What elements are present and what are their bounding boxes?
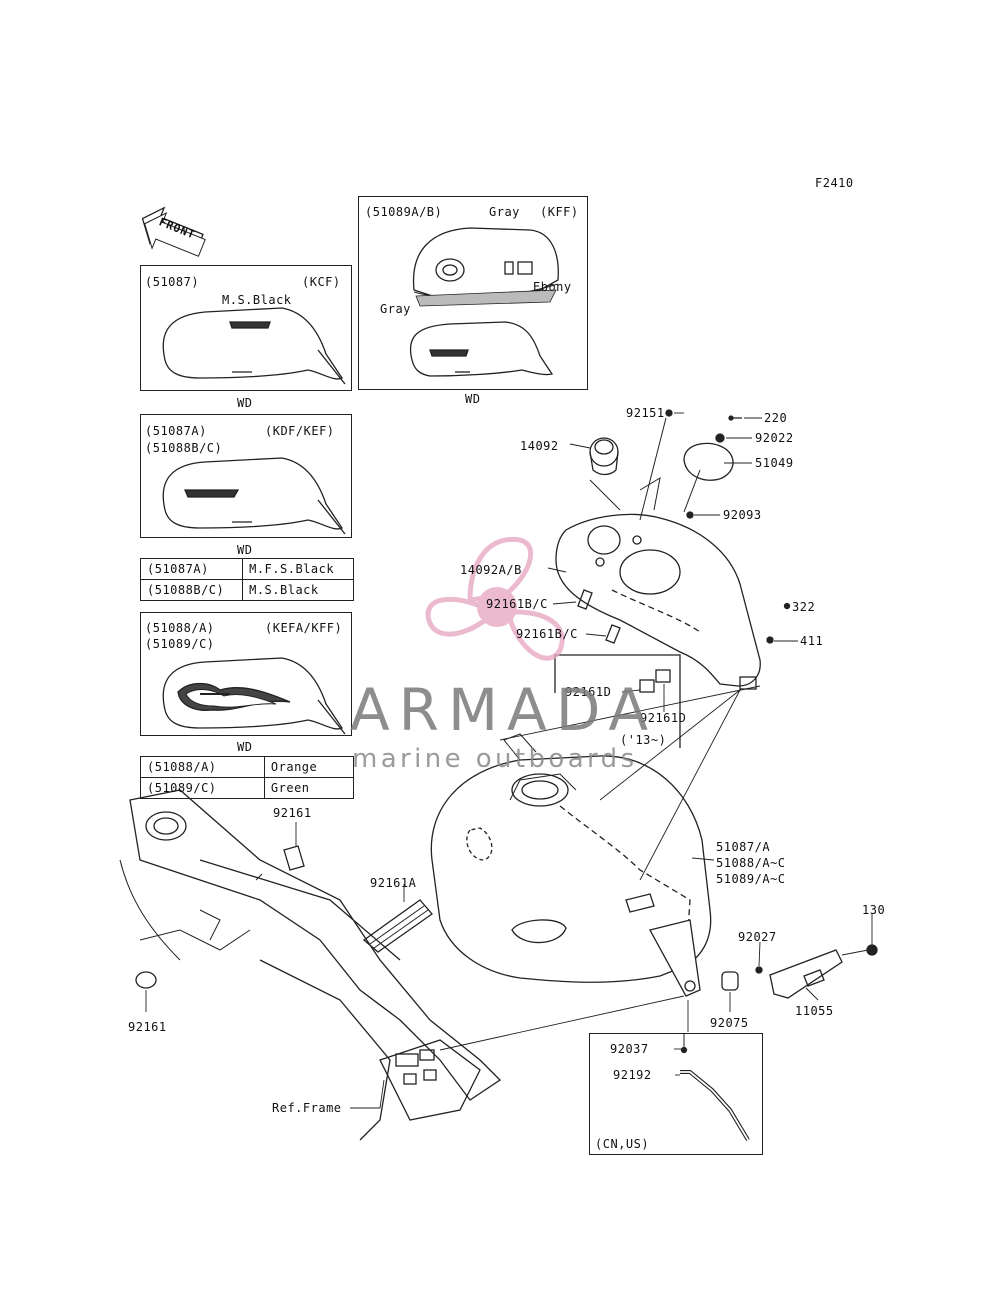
watermark-subtitle: marine outboards (352, 744, 638, 774)
callout-tank-2: 51088/A~C (716, 856, 786, 870)
kdf-part1: (51087A) (145, 424, 207, 438)
box-kcf (140, 265, 352, 391)
console-cover-14092ab (555, 513, 761, 690)
callout-92037: 92037 (610, 1042, 649, 1056)
box-kff (358, 196, 588, 390)
callout-220: 220 (764, 411, 788, 425)
callout-14092ab: 14092A/B (460, 563, 522, 577)
callout-322: 322 (792, 600, 816, 614)
callout-411: 411 (800, 634, 824, 648)
callout-92192: 92192 (613, 1068, 652, 1082)
main-fuel-tank (430, 733, 712, 997)
kcf-code: WD (237, 396, 253, 410)
table-cell-part: (51088/A) (140, 756, 265, 778)
front-arrow-icon (141, 206, 206, 257)
kdf-model: (KDF/KEF) (265, 424, 335, 438)
kefa-part2: (51089/C) (145, 637, 215, 651)
callout-ref-frame: Ref.Frame (272, 1101, 342, 1115)
callout-92027: 92027 (738, 930, 777, 944)
table-row: (51088/A) Orange (140, 756, 355, 778)
callout-92161a: 92161A (370, 876, 417, 890)
callout-92093: 92093 (723, 508, 762, 522)
table-cell-color: Green (263, 777, 355, 799)
kff-model: (KFF) (540, 205, 579, 219)
kcf-color: M.S.Black (222, 293, 292, 307)
callout-92161bc-1: 92161B/C (486, 597, 548, 611)
tank-kdf-illustration (162, 457, 346, 535)
kff-gray-bottom: Gray (380, 302, 411, 316)
callout-92151: 92151 (626, 406, 665, 420)
box-kdf (140, 414, 352, 538)
kefa-code: WD (237, 740, 253, 754)
frame-illustration (119, 789, 502, 1141)
tank-kff-illustration (410, 227, 559, 377)
fuel-cap-14092 (589, 437, 619, 476)
callout-tank-1: 51087/A (716, 840, 771, 854)
table-row: (51089/C) Green (140, 777, 355, 799)
table-cell-color: Orange (263, 756, 355, 778)
watermark-title: ARMADA (350, 676, 658, 744)
kefa-model: (KEFA/KFF) (265, 621, 343, 635)
table-cell-part: (51088B/C) (139, 579, 244, 601)
kff-code: WD (465, 392, 481, 406)
kff-part: (51089A/B) (365, 205, 443, 219)
cap-51049 (683, 442, 734, 481)
watermark-propeller-icon (425, 536, 565, 661)
kff-ebony: Ebony (533, 280, 572, 294)
box-cn-us (589, 1033, 763, 1155)
table-row: (51087A) M.F.S.Black (139, 558, 354, 580)
table-cell-color: M.F.S.Black (242, 558, 354, 580)
callout-92161d-1: 92161D (565, 685, 612, 699)
callout-11055: 11055 (795, 1004, 834, 1018)
kff-gray-top: Gray (489, 205, 520, 219)
callout-92161d-2: 92161D (640, 711, 687, 725)
callout-tank-3: 51089/A~C (716, 872, 786, 886)
callout-92075: 92075 (710, 1016, 749, 1030)
callout-14092: 14092 (520, 439, 559, 453)
callout-92022: 92022 (755, 431, 794, 445)
tank-kefa-flames-illustration (162, 657, 346, 735)
kcf-model: (KCF) (302, 275, 341, 289)
callout-13: ('13~) (620, 733, 667, 747)
tank-kcf-illustration (162, 307, 346, 385)
pad-92161a (362, 899, 433, 953)
kdf-part2: (51088B/C) (145, 441, 223, 455)
callout-92161-top: 92161 (273, 806, 312, 820)
callout-92161-bottom: 92161 (128, 1020, 167, 1034)
table-cell-color: M.S.Black (242, 579, 354, 601)
color-table-1: (51087A) M.F.S.Black (51088B/C) M.S.Blac… (139, 558, 354, 601)
kefa-part1: (51088/A) (145, 621, 215, 635)
table-cell-part: (51087A) (139, 558, 244, 580)
callout-92161bc-2: 92161B/C (516, 627, 578, 641)
callout-130: 130 (862, 903, 886, 917)
kcf-part: (51087) (145, 275, 200, 289)
box-kefa (140, 612, 352, 736)
figure-code: F2410 (815, 176, 854, 190)
callout-cn-us: (CN,US) (595, 1137, 650, 1151)
color-table-2: (51088/A) Orange (51089/C) Green (140, 756, 355, 799)
table-cell-part: (51089/C) (140, 777, 265, 799)
kdf-code: WD (237, 543, 253, 557)
callout-51049: 51049 (755, 456, 794, 470)
table-row: (51088B/C) M.S.Black (139, 579, 354, 601)
